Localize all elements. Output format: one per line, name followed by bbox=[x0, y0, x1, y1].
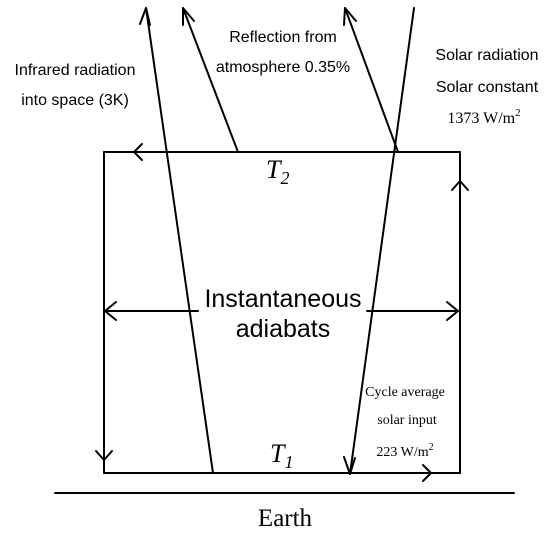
adiabats-label-line2: adiabats bbox=[236, 315, 331, 343]
reflected-solar-arrowhead bbox=[343, 7, 357, 26]
solar-label-line1: Solar radiation bbox=[435, 47, 538, 64]
reflection-label-line1: Reflection from bbox=[229, 29, 337, 46]
reflection-ray bbox=[182, 7, 239, 153]
t1-label: T1 bbox=[270, 439, 293, 472]
adiabats-left-arrowhead bbox=[104, 301, 117, 321]
infrared-label-line1: Infrared radiation bbox=[15, 62, 136, 79]
cycle-value: 223 W/m2 bbox=[376, 442, 433, 460]
cycle-label-line1: Cycle average bbox=[365, 385, 445, 400]
earth-label: Earth bbox=[258, 505, 313, 532]
reflection-arrowhead bbox=[182, 7, 195, 26]
reflected-solar-ray bbox=[344, 7, 399, 153]
solar-constant-value: 1373 W/m2 bbox=[447, 107, 520, 127]
solar-arrowhead bbox=[343, 456, 356, 475]
adiabats-label-line1: Instantaneous bbox=[204, 285, 361, 313]
adiabats-right-arrowhead bbox=[446, 301, 459, 321]
left-down-arrowhead bbox=[95, 450, 113, 461]
reflection-label-line2: atmosphere 0.35% bbox=[216, 59, 350, 76]
infrared-ray bbox=[145, 7, 214, 474]
cycle-label-line2: solar input bbox=[377, 413, 437, 428]
bottom-right-arrowhead bbox=[422, 464, 432, 482]
top-left-arrowhead bbox=[133, 143, 143, 161]
solar-label-line2: Solar constant bbox=[436, 79, 539, 96]
right-up-arrowhead bbox=[451, 180, 469, 191]
infrared-label-line2: into space (3K) bbox=[21, 92, 129, 109]
t2-label: T2 bbox=[266, 155, 289, 188]
infrared-arrowhead bbox=[139, 7, 151, 26]
solar-ray bbox=[349, 7, 415, 475]
